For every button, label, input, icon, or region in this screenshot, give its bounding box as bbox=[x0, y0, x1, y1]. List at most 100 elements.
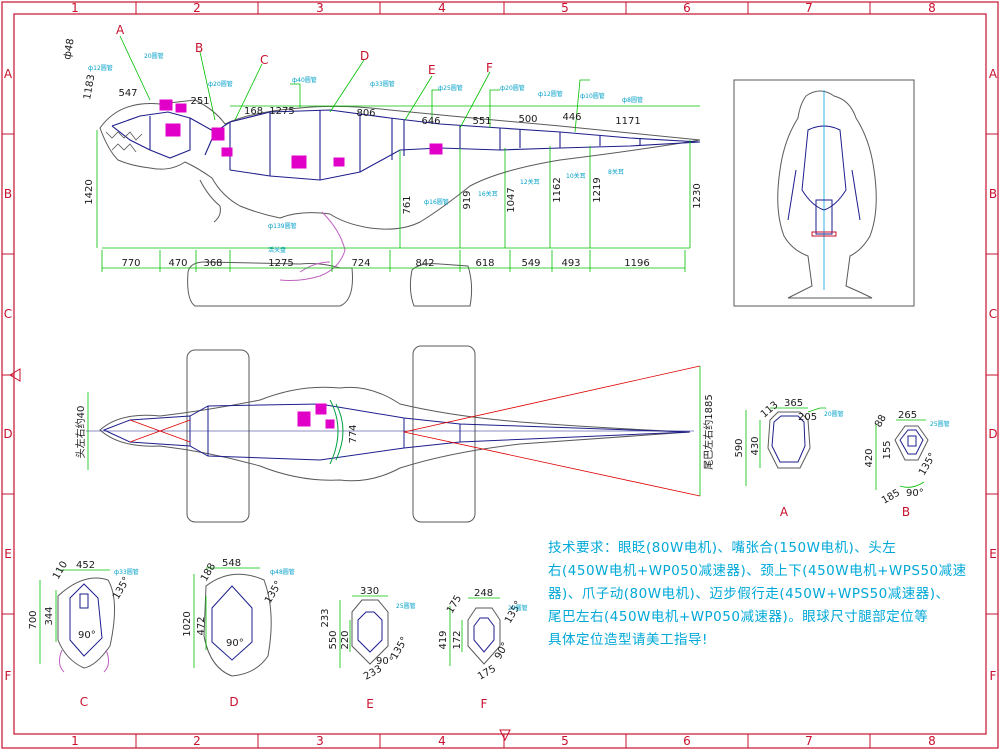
dim-text: 761 bbox=[402, 195, 413, 214]
requirements-line: 技术要求：眼眨(80W电机)、嘴张合(150W电机)、头左 bbox=[548, 540, 897, 556]
dim-text: 919 bbox=[462, 190, 473, 209]
requirements-line: 具体定位造型请美工指导! bbox=[548, 632, 708, 648]
side-view-label: E bbox=[428, 63, 436, 77]
side-view-rock-base bbox=[409, 263, 473, 307]
section-f-dim: 419 bbox=[438, 630, 449, 649]
section-b-dim: 90° bbox=[906, 488, 924, 499]
tube-callout: 8关耳 bbox=[608, 168, 624, 176]
side-view-motors bbox=[159, 99, 443, 169]
section-b-dim: 88 bbox=[873, 413, 889, 430]
section-e-dim: 90° bbox=[376, 656, 394, 667]
section-b-dim: 185 bbox=[880, 488, 902, 507]
tube-callout: 活关盘 bbox=[268, 246, 286, 254]
col-label: 2 bbox=[193, 1, 201, 15]
dim-text: 168 bbox=[244, 106, 263, 117]
section-a-dim: 590 bbox=[734, 438, 745, 457]
col-label: 6 bbox=[683, 734, 691, 748]
dim-text: 500 bbox=[518, 114, 537, 125]
section-f-dim: 175 bbox=[445, 593, 464, 615]
dim-text: 549 bbox=[521, 258, 540, 269]
col-label: 4 bbox=[438, 1, 446, 15]
section-e-dim: 233 bbox=[320, 608, 331, 627]
section-c-dim: 700 bbox=[28, 610, 39, 629]
section-c-dim: 90° bbox=[78, 630, 96, 641]
section-b-tube: 25圆管 bbox=[930, 420, 950, 428]
motor bbox=[315, 403, 327, 415]
tube-callout: ф16圆管 bbox=[424, 198, 449, 206]
dim-text: 493 bbox=[561, 258, 580, 269]
side-view-label: D bbox=[360, 49, 369, 63]
section-c-dim: 452 bbox=[76, 560, 95, 571]
section-d-label: D bbox=[229, 695, 238, 709]
tube-callout: 20圆管 bbox=[144, 52, 164, 60]
top-view-body-outline bbox=[99, 386, 691, 482]
row-label: A bbox=[4, 67, 13, 81]
section-c-tube: ф33圆管 bbox=[114, 568, 139, 576]
section-c-dim: 135° bbox=[111, 575, 133, 601]
side-view-dimensions bbox=[96, 35, 700, 272]
motor bbox=[175, 103, 187, 113]
section-d bbox=[193, 567, 272, 677]
dim-text: 368 bbox=[203, 258, 222, 269]
top-view-foot-right bbox=[412, 345, 476, 523]
row-label: F bbox=[5, 669, 12, 683]
motor bbox=[221, 147, 233, 157]
tube-callout: ф20圆管 bbox=[500, 84, 525, 92]
section-e-dim: 220 bbox=[340, 630, 351, 649]
tube-callout: 12关耳 bbox=[520, 178, 540, 186]
section-f-dim: 135° bbox=[503, 599, 525, 625]
tube-callout: ф25圆管 bbox=[438, 84, 463, 92]
requirements-line: 尾巴左右(450W电机+WP050减速器)。眼球尺寸腿部定位等 bbox=[548, 609, 929, 625]
section-b-dim: 420 bbox=[864, 448, 875, 467]
top-view bbox=[86, 345, 701, 523]
section-d-dim: 1020 bbox=[182, 611, 193, 636]
side-view-label: A bbox=[116, 23, 125, 37]
motor bbox=[429, 143, 443, 155]
section-b-label: B bbox=[902, 505, 910, 519]
section-b bbox=[875, 419, 929, 490]
dim-text: 770 bbox=[121, 258, 140, 269]
tube-callout: ф12圆管 bbox=[538, 90, 563, 98]
row-label: A bbox=[989, 67, 998, 81]
side-view-label: C bbox=[260, 53, 268, 67]
section-a-dim: 365 bbox=[784, 398, 803, 409]
tube-callout: ф12圆管 bbox=[88, 64, 113, 72]
row-label: E bbox=[989, 547, 997, 561]
section-e-dim: 135° bbox=[389, 635, 411, 661]
dim-text: 646 bbox=[421, 116, 440, 127]
dim-text: 724 bbox=[351, 258, 370, 269]
dim-text: 842 bbox=[415, 258, 434, 269]
section-f-tube: 20圆管 bbox=[508, 604, 528, 612]
motor bbox=[165, 123, 181, 137]
row-label: B bbox=[4, 187, 12, 201]
tube-callout: ф139圆管 bbox=[268, 222, 297, 230]
dim-text: 618 bbox=[475, 258, 494, 269]
section-a-dim: 113 bbox=[759, 400, 781, 421]
dim-text: 1420 bbox=[84, 179, 95, 204]
row-label: F bbox=[990, 669, 997, 683]
section-f-dim: 172 bbox=[452, 630, 463, 649]
dim-text: 1171 bbox=[615, 116, 640, 127]
dinosaur-side-arm bbox=[199, 179, 221, 223]
row-label: C bbox=[4, 307, 12, 321]
dinosaur-jaw bbox=[105, 131, 143, 153]
dim-text: 446 bbox=[562, 112, 581, 123]
col-label: 8 bbox=[928, 1, 936, 15]
section-f-dim: 90° bbox=[493, 641, 511, 662]
top-view-motors bbox=[297, 403, 335, 429]
row-label: D bbox=[3, 427, 12, 441]
row-label: B bbox=[989, 187, 997, 201]
front-view-neck-mount bbox=[815, 199, 833, 235]
motor bbox=[211, 127, 225, 141]
row-label: E bbox=[4, 547, 12, 561]
dim-text: 1275 bbox=[268, 258, 293, 269]
tube-callout: ф10圆管 bbox=[580, 92, 605, 100]
dim-text: 1162 bbox=[552, 177, 563, 202]
col-label: 2 bbox=[193, 734, 201, 748]
col-label: 5 bbox=[561, 1, 569, 15]
section-e-dim: 550 bbox=[328, 630, 339, 649]
section-f-dim: 248 bbox=[474, 588, 493, 599]
section-e-tube: 25圆管 bbox=[396, 602, 416, 610]
section-a-label: A bbox=[780, 505, 789, 519]
